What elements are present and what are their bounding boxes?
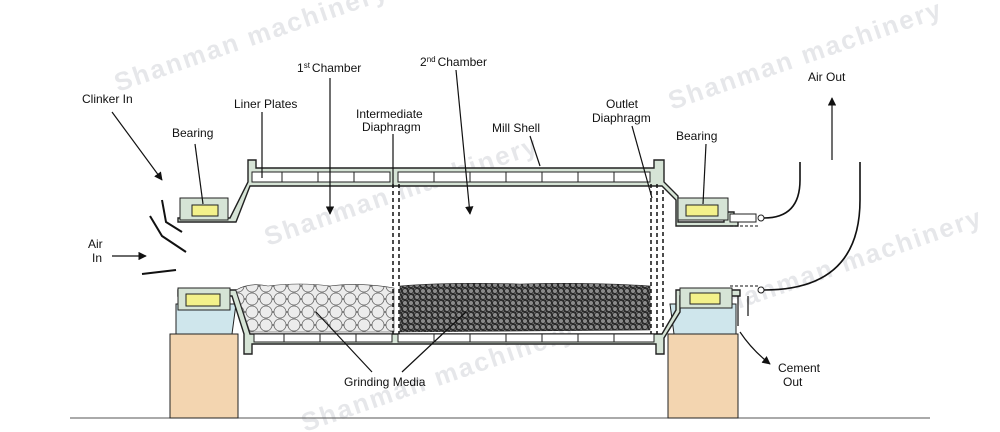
label-outlet-diaphragm-2: Diaphragm — [592, 111, 651, 125]
label-outlet-diaphragm-1: Outlet — [606, 97, 639, 111]
label-intermediate-diaphragm-2: Diaphragm — [362, 120, 421, 134]
label-clinker-in: Clinker In — [82, 92, 133, 106]
inlet-chute — [141, 199, 187, 275]
outlet-diaphragm — [650, 184, 664, 334]
label-cement-out-1: Cement — [778, 361, 821, 375]
label-liner-plates: Liner Plates — [234, 97, 297, 111]
label-bearing-left: Bearing — [172, 126, 213, 140]
bearing-left-top — [179, 197, 229, 221]
watermark-text: Shanman machinery — [260, 129, 542, 251]
label-air-in-2: In — [92, 251, 102, 265]
outlet-duct — [729, 162, 861, 326]
label-cement-out-2: Out — [783, 375, 803, 389]
bearing-left-bottom — [177, 287, 231, 311]
label-mill-shell: Mill Shell — [492, 121, 540, 135]
watermark-text: Shanman machinery — [664, 0, 946, 116]
pointer-lines — [194, 69, 707, 373]
label-air-out: Air Out — [808, 70, 846, 84]
label-air-in-1: Air — [88, 237, 103, 251]
clinker-in-arrow — [111, 111, 163, 181]
liner-plates-bottom — [253, 333, 655, 343]
label-grinding-media: Grinding Media — [344, 375, 426, 389]
grinding-media-small — [399, 283, 651, 333]
bearing-right-top — [677, 197, 729, 221]
grinding-media-large — [235, 283, 395, 333]
bearing-right-bottom — [679, 287, 733, 309]
label-bearing-right: Bearing — [676, 129, 717, 143]
liner-plates-top — [251, 171, 651, 183]
watermark-group: Shanman machinery Shanman machinery Shan… — [110, 0, 986, 432]
label-intermediate-diaphragm-1: Intermediate — [356, 107, 423, 121]
intermediate-diaphragm — [392, 184, 400, 334]
left-support — [169, 303, 239, 419]
cement-out-arrow — [739, 331, 771, 365]
watermark-text: Shanman machinery — [297, 315, 579, 432]
watermark-text: Shanman machinery — [110, 0, 392, 98]
right-support — [667, 303, 739, 419]
